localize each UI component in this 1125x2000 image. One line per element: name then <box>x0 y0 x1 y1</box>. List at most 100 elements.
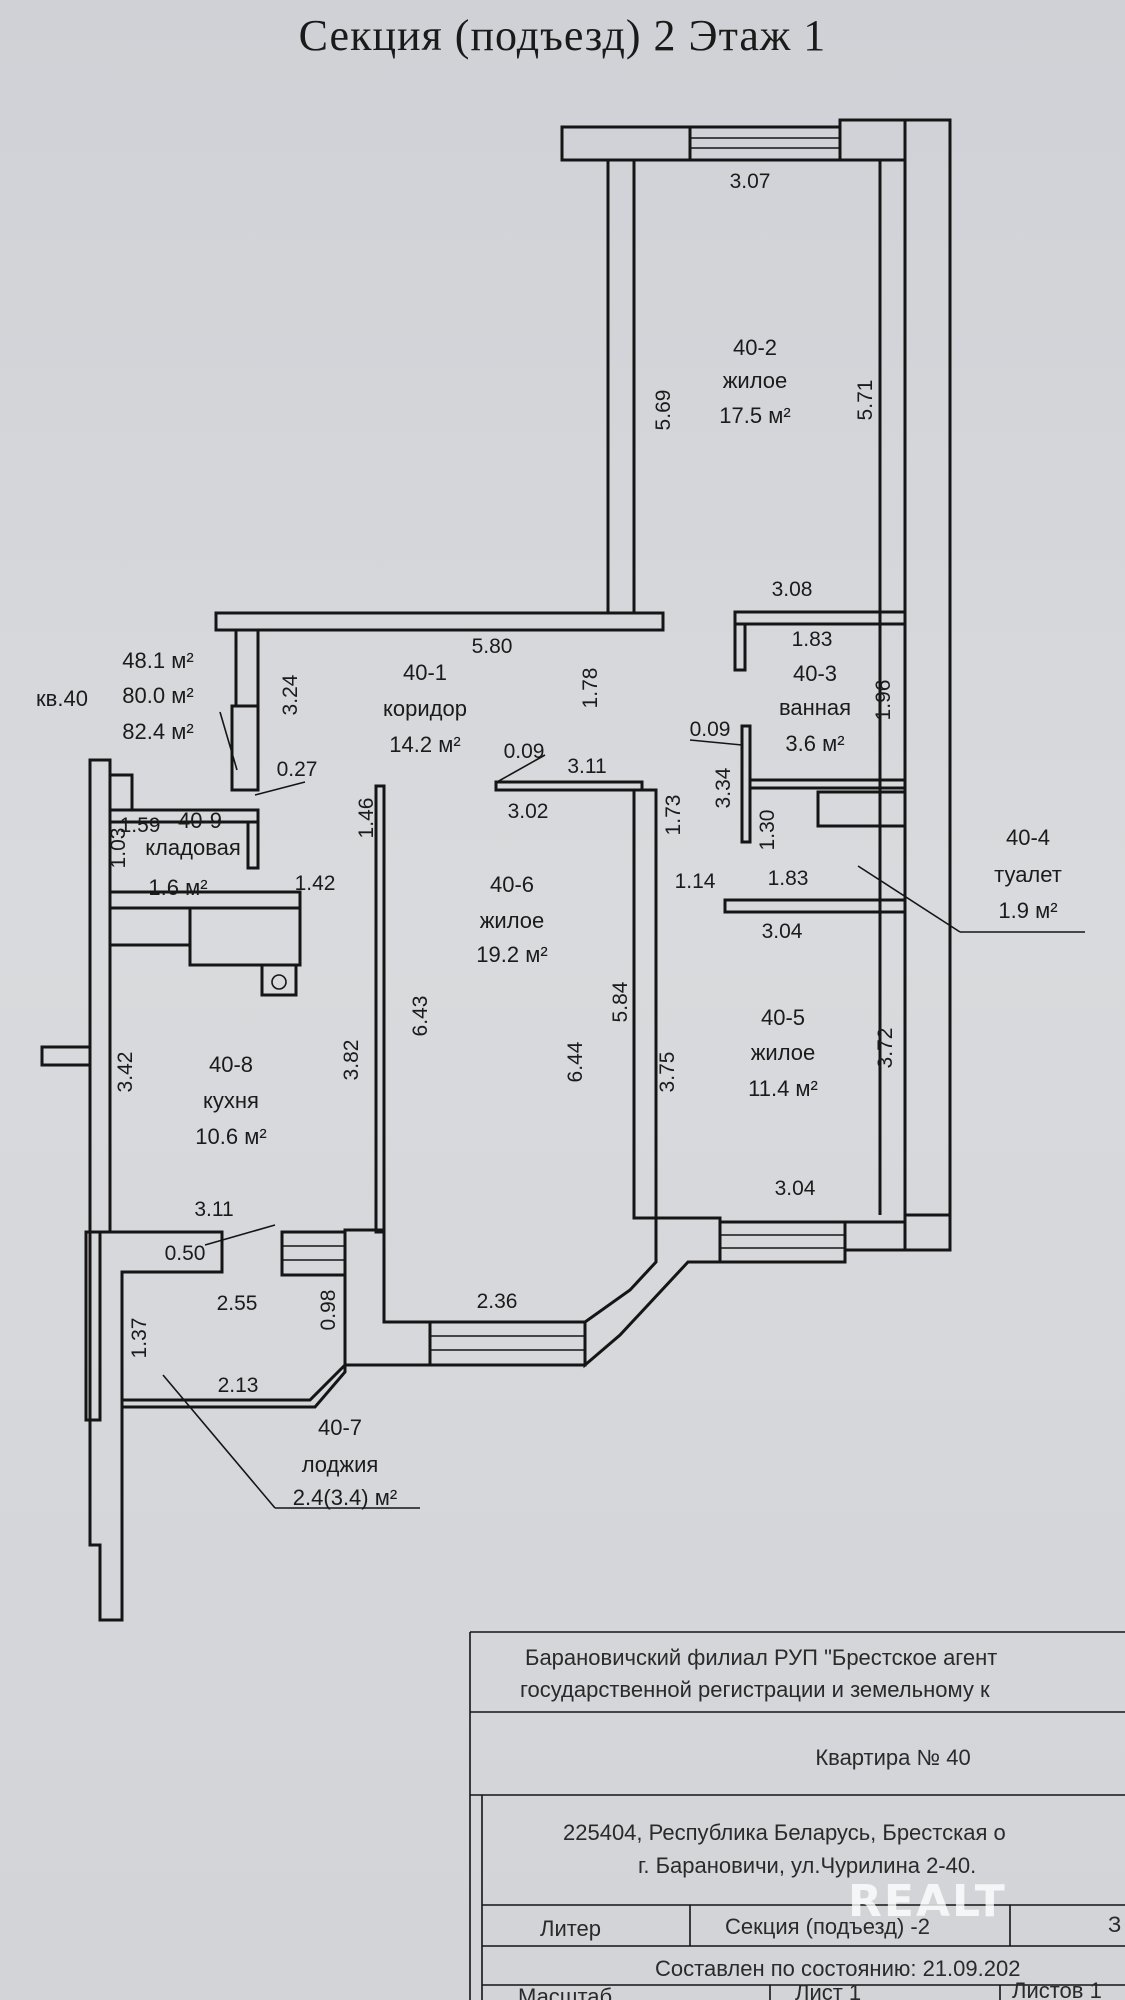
room-40-5-id: 40-5 <box>761 1005 805 1030</box>
top-window <box>688 125 842 162</box>
dim-3-75: 3.75 <box>656 1052 679 1093</box>
room-40-5-name: жилое <box>751 1040 816 1065</box>
dim-1-78: 1.78 <box>579 668 602 709</box>
dim-1-30: 1.30 <box>756 810 779 851</box>
stamp-section: Секция (подъезд) -2 <box>725 1914 930 1939</box>
dim-0-09-b: 0.09 <box>690 718 731 741</box>
dim-0-09-a: 0.09 <box>504 740 545 763</box>
stamp-scale: Масштаб <box>518 1984 612 2000</box>
loggia-outer-wall <box>88 1230 224 1622</box>
dim-0-27: 0.27 <box>277 758 318 781</box>
room-40-4-area: 1.9 м² <box>998 898 1057 923</box>
bay-wall-right <box>583 1216 722 1369</box>
dim-6-43: 6.43 <box>409 996 432 1037</box>
dim-5-71: 5.71 <box>854 380 877 421</box>
dim-0-50: 0.50 <box>165 1242 206 1265</box>
walls <box>40 118 952 1622</box>
plan-title: Секция (подъезд) 2 Этаж 1 <box>298 11 827 60</box>
dim-3-11-b: 3.11 <box>194 1198 233 1221</box>
shaft <box>816 790 907 828</box>
top-wall-right <box>838 118 907 162</box>
room-40-6-name: жилое <box>480 908 545 933</box>
room-40-8-name: кухня <box>203 1088 259 1113</box>
dim-3-04-a: 3.04 <box>762 920 803 943</box>
dim-3-04-b: 3.04 <box>775 1177 816 1200</box>
stub-wall <box>234 628 260 708</box>
bath-bottom-wall <box>748 778 907 790</box>
dim-2-36: 2.36 <box>477 1290 518 1313</box>
room-40-7-area: 2.4(3.4) м² <box>293 1485 397 1510</box>
dim-2-55: 2.55 <box>217 1292 258 1315</box>
stamp-state: Составлен по состоянию: 21.09.202 <box>655 1956 1020 1981</box>
room-40-1-name: коридор <box>383 696 467 721</box>
stamp-address-line-2: г. Барановичи, ул.Чурилина 2-40. <box>638 1853 976 1878</box>
partition-40-2-left <box>606 158 636 615</box>
dim-1-59: 1.59 <box>120 814 161 837</box>
dim-3-07: 3.07 <box>730 170 771 193</box>
leader-lines <box>162 711 1085 1509</box>
dim-3-11-a: 3.11 <box>567 755 606 778</box>
room-40-3-area: 3.6 м² <box>785 731 844 756</box>
summary-apartment: кв.40 <box>36 686 88 711</box>
corridor-top-wall <box>214 611 665 632</box>
room-40-8-id: 40-8 <box>209 1052 253 1077</box>
loggia-rail <box>120 1361 347 1409</box>
title-block: Барановичский филиал РУП "Брестское аген… <box>469 1631 1125 2000</box>
left-stub <box>40 1045 92 1067</box>
room-40-1-area: 14.2 м² <box>389 732 460 757</box>
dim-3-72: 3.72 <box>874 1028 897 1069</box>
dim-3-02: 3.02 <box>508 800 549 823</box>
dim-1-42: 1.42 <box>295 872 336 895</box>
stamp-org-line-2: государственной регистрации и земельному… <box>520 1677 990 1702</box>
dim-3-24: 3.24 <box>279 674 302 715</box>
room-40-9-area: 1.6 м² <box>148 875 207 900</box>
room-40-3-name: ванная <box>779 695 851 720</box>
top-wall-left <box>560 125 692 162</box>
pier-40-6-left <box>343 1228 432 1367</box>
dim-1-83-b: 1.83 <box>768 867 809 890</box>
summary-area-1: 48.1 м² <box>122 648 193 673</box>
stamp-sheets: Листов 1 <box>1012 1978 1102 2000</box>
bath-top-wall <box>733 610 907 626</box>
room-40-3-id: 40-3 <box>793 661 837 686</box>
dim-5-69: 5.69 <box>652 390 675 431</box>
room-40-7-name: лоджия <box>302 1452 379 1477</box>
dim-1-03: 1.03 <box>107 828 130 869</box>
partition-40-6-left <box>374 784 386 1234</box>
room-40-6-id: 40-6 <box>490 872 534 897</box>
outer-wall-right <box>903 118 952 1252</box>
window-40-5 <box>718 1220 847 1264</box>
dim-3-42: 3.42 <box>114 1052 137 1093</box>
dim-1-96: 1.96 <box>872 680 895 721</box>
dim-1-83-a: 1.83 <box>792 628 833 651</box>
dim-3-34: 3.34 <box>712 767 735 808</box>
stamp-sheet: Лист 1 <box>795 1980 861 2000</box>
kitchen-counter <box>108 906 192 947</box>
dimensions: 3.07 5.69 5.71 3.08 5.80 1.83 3.24 1.78 … <box>107 170 897 1397</box>
stamp-liter: Литер <box>540 1916 601 1941</box>
room-40-9-name: кладовая <box>145 835 241 860</box>
kitchen-stove <box>188 906 302 967</box>
loggia-door <box>280 1230 347 1277</box>
room-labels: 40-2 жилое 17.5 м² 40-1 коридор 14.2 м² … <box>36 335 1062 1510</box>
stamp-apartment: Квартира № 40 <box>815 1745 970 1770</box>
room-40-2-id: 40-2 <box>733 335 777 360</box>
room-40-1-id: 40-1 <box>403 660 447 685</box>
dim-1-73: 1.73 <box>662 795 685 836</box>
toilet-bottom-wall <box>723 898 907 914</box>
room-40-2-name: жилое <box>723 368 788 393</box>
partition-40-6-right <box>632 788 658 1220</box>
stamp-address-line-1: 225404, Республика Беларусь, Брестская о <box>563 1820 1006 1845</box>
dim-6-44: 6.44 <box>564 1041 587 1082</box>
stamp-section-tail: З <box>1108 1912 1121 1937</box>
summary-area-2: 80.0 м² <box>122 683 193 708</box>
dim-5-84: 5.84 <box>609 981 632 1022</box>
room-40-4-name: туалет <box>994 862 1062 887</box>
stamp-org-line-1: Барановичский филиал РУП "Брестское аген… <box>525 1645 997 1670</box>
dim-3-08: 3.08 <box>772 578 813 601</box>
dim-3-82: 3.82 <box>340 1040 363 1081</box>
room-40-2-area: 17.5 м² <box>719 403 790 428</box>
dim-5-80: 5.80 <box>472 635 513 658</box>
